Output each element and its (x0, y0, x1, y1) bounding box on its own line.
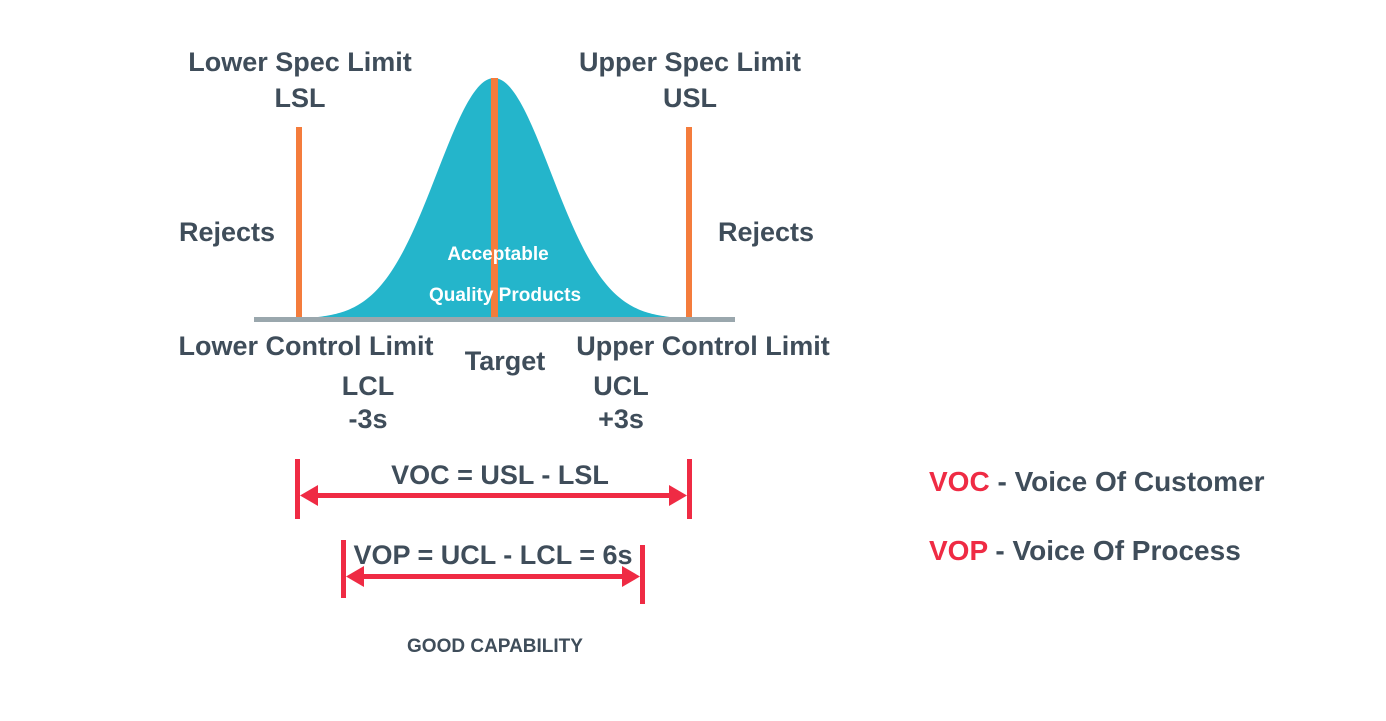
voc-right-tick (687, 459, 692, 519)
voc-right-arrowhead (669, 485, 687, 506)
voc-shaft (312, 493, 675, 498)
voc-measure (295, 459, 692, 519)
target-label: Target (465, 346, 546, 376)
ucl-sigma: +3s (598, 404, 644, 434)
vop-measure (341, 540, 645, 604)
voc-left-tick (295, 459, 300, 519)
lcl-title: Lower Control Limit (179, 331, 434, 361)
voc-left-arrowhead (300, 485, 318, 506)
vop-formula: VOP = UCL - LCL = 6s (353, 540, 632, 570)
vop-right-tick (640, 545, 645, 604)
lsl-abbr: LSL (275, 83, 326, 113)
legend-desc-voc: - Voice Of Customer (990, 466, 1265, 497)
usl-title: Upper Spec Limit (579, 47, 801, 77)
acceptable-label: Acceptable (447, 244, 548, 265)
vop-right-arrowhead (622, 566, 640, 587)
usl-abbr: USL (663, 83, 717, 113)
legend-row-voc: VOC - Voice Of Customer (929, 466, 1265, 497)
rejects-left-label: Rejects (179, 217, 275, 247)
vop-shaft (358, 574, 628, 579)
good-capability-label: GOOD CAPABILITY (407, 636, 583, 657)
ucl-title: Upper Control Limit (576, 331, 829, 361)
legend-key-vop: VOP (929, 535, 988, 566)
baseline (254, 317, 735, 322)
legend-key-voc: VOC (929, 466, 990, 497)
lsl-line (296, 127, 302, 319)
lcl-sigma: -3s (348, 404, 387, 434)
lcl-abbr: LCL (342, 371, 394, 401)
rejects-right-label: Rejects (718, 217, 814, 247)
legend-row-vop: VOP - Voice Of Process (929, 535, 1241, 566)
legend: VOC - Voice Of Customer VOP - Voice Of P… (929, 466, 1265, 566)
usl-line (686, 127, 692, 319)
lsl-title: Lower Spec Limit (188, 47, 412, 77)
vop-left-tick (341, 540, 346, 598)
target-line (491, 78, 498, 322)
voc-formula: VOC = USL - LSL (391, 460, 609, 490)
quality-products-label: Quality Products (429, 285, 581, 306)
vop-left-arrowhead (346, 566, 364, 587)
legend-desc-vop: - Voice Of Process (988, 535, 1241, 566)
ucl-abbr: UCL (593, 371, 649, 401)
